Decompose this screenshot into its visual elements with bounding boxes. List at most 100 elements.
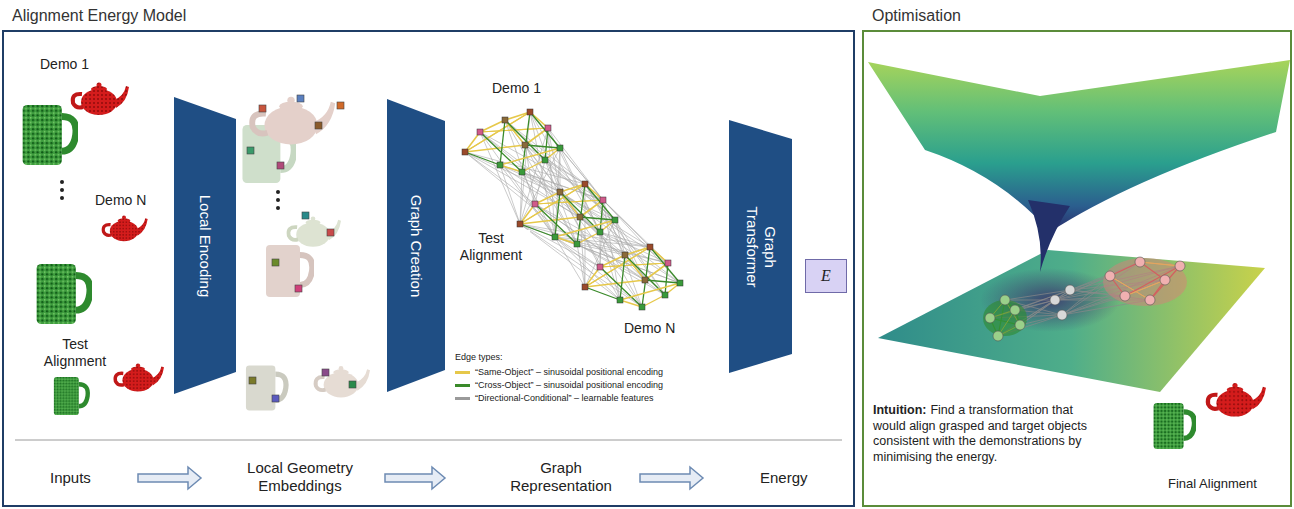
energy-funnel — [1028, 200, 1070, 272]
graph-vertex — [1145, 295, 1155, 305]
graph-vertex — [557, 145, 563, 151]
graph-vertex — [1050, 295, 1060, 305]
graph-edge-line — [645, 263, 668, 280]
legend-text: “Cross-Object” – sinusoidal positional e… — [475, 380, 663, 391]
graph-vertex — [557, 189, 563, 195]
demo-label: Demo N — [95, 192, 146, 209]
flow-arrow — [138, 467, 201, 489]
graph-edge-line — [555, 220, 615, 237]
graph-edge-line — [525, 128, 548, 145]
panel-heading: Optimisation — [872, 7, 961, 25]
ellipsis-dot — [60, 180, 64, 184]
graph-vertex — [612, 217, 618, 223]
teapot-figure — [73, 83, 129, 116]
graph-edge-line — [650, 247, 680, 283]
flow-arrow — [640, 467, 703, 489]
legend-swatch — [455, 371, 470, 374]
graph-edge-line — [500, 165, 520, 224]
graph-vertex — [639, 304, 645, 310]
graph-edge-line — [530, 112, 560, 148]
object-blob — [983, 300, 1027, 336]
graph-edge-line — [520, 184, 585, 224]
graph-vertex — [1160, 275, 1170, 285]
graph-edge-line — [577, 232, 600, 244]
graph-vertex — [1065, 285, 1075, 295]
graph-vertex — [617, 297, 623, 303]
ellipsis-dot — [276, 206, 280, 210]
graph-vertex — [622, 252, 628, 258]
graph-edge-line — [505, 112, 530, 120]
graph-vertex — [662, 292, 668, 298]
graph-edge-line — [580, 217, 585, 287]
block-label: Local Encoding — [196, 146, 214, 346]
keypoint-cube — [249, 377, 256, 384]
graph-edge-line — [520, 172, 522, 224]
demo-label: Demo N — [622, 320, 677, 337]
graph-vertex — [545, 125, 551, 131]
energy-box: E — [805, 259, 847, 293]
graph-vertex — [532, 201, 538, 207]
graph-vertex — [502, 117, 508, 123]
model-panel: Alignment Energy ModelLocal EncodingGrap… — [2, 30, 855, 507]
graph-vertex — [462, 149, 468, 155]
graph-vertex — [582, 284, 588, 290]
teapot-figure — [1208, 383, 1266, 417]
graph-edge-line — [555, 237, 680, 283]
graph-edge-line — [535, 160, 545, 204]
mug-figure — [37, 264, 90, 324]
mug-figure — [54, 377, 88, 415]
graph-edge-line — [545, 160, 585, 184]
graph-edge-line — [1005, 290, 1070, 300]
graph-vertex — [1057, 310, 1067, 320]
graph-vertex — [519, 169, 525, 175]
mug-figure — [1154, 403, 1195, 449]
embedding-figure — [252, 97, 335, 145]
demo-label: Demo 1 — [40, 56, 89, 73]
legend-row: “Same-Object” – sinusoidal positional en… — [455, 366, 663, 379]
mug-figure — [23, 105, 76, 165]
graph-vertex — [1010, 305, 1020, 315]
block-label: Graph Creation — [407, 146, 425, 346]
keypoint-cube — [259, 105, 266, 112]
graph-edge-line — [642, 295, 665, 307]
graph-vertex — [522, 142, 528, 148]
embedding-figure — [266, 245, 312, 297]
legend-row: “Cross-Object” – sinusoidal positional e… — [455, 379, 663, 392]
graph-edge-line — [585, 247, 650, 287]
stage-label: Graph Representation — [505, 459, 617, 495]
teapot-figure — [103, 216, 147, 242]
energy-surface — [868, 60, 1290, 232]
graph-edge-line — [577, 184, 585, 244]
keypoint-cube — [327, 229, 334, 236]
graph-edge-line — [530, 112, 555, 237]
object-blob — [1103, 258, 1187, 306]
graph-edge-line — [555, 237, 620, 300]
graph-edge-line — [585, 184, 615, 220]
flow-arrow — [385, 467, 445, 489]
stage-label: Energy — [760, 469, 808, 487]
teapot-figure — [115, 363, 164, 391]
graph-edge-line — [600, 232, 680, 283]
graph-edge-line — [625, 247, 650, 255]
graph-vertex — [542, 157, 548, 163]
graph-edge-line — [580, 200, 603, 217]
graph-edge-line — [1005, 300, 1055, 301]
demo-label: Demo 1 — [490, 80, 543, 97]
graph-vertex — [665, 260, 671, 266]
graph-vertex — [1105, 271, 1115, 281]
graph-edge-line — [520, 184, 585, 224]
keypoint-cube — [247, 147, 254, 154]
graph-edge-line — [580, 217, 615, 220]
graph-edge-line — [520, 224, 600, 267]
graph-edge-line — [645, 280, 680, 283]
graph-vertex — [582, 181, 588, 187]
ellipsis-dot — [60, 196, 64, 200]
graph-edge-line — [560, 192, 642, 307]
graph-vertex — [600, 197, 606, 203]
panel-heading: Alignment Energy Model — [12, 7, 186, 25]
graph-edge-line — [1015, 290, 1070, 310]
embedding-figure — [288, 216, 341, 246]
graph-vertex — [1175, 261, 1185, 271]
graph-vertex — [993, 331, 1003, 341]
test-label: Test Alignment — [37, 336, 113, 370]
